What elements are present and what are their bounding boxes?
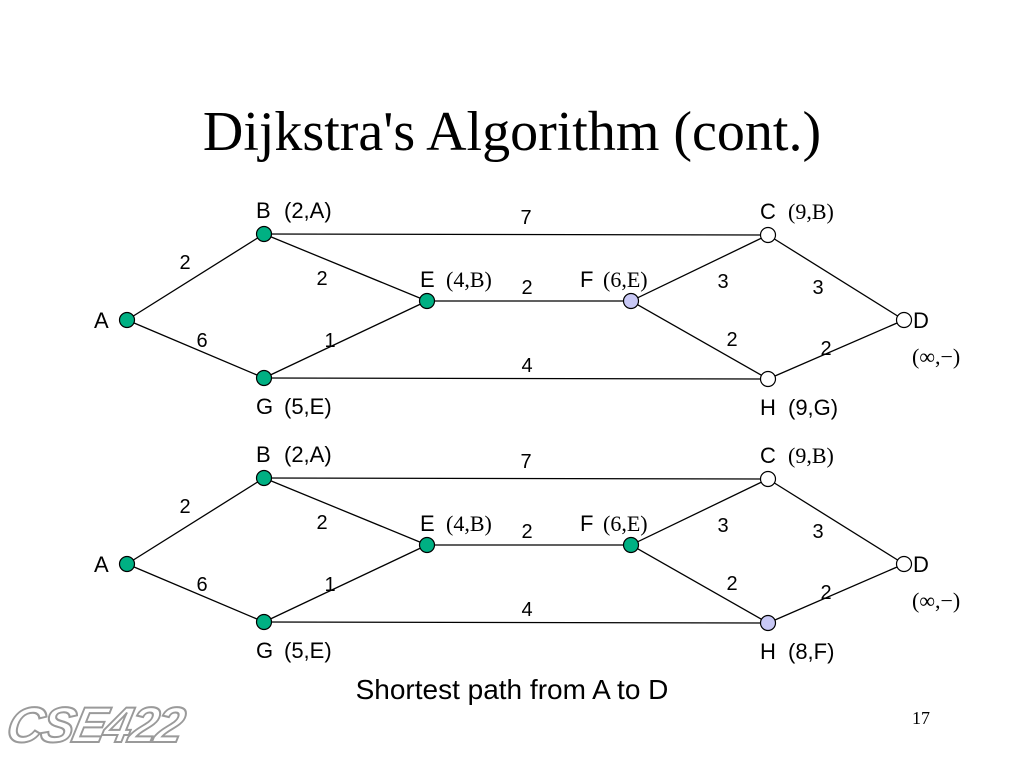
edge-weight-h-d: 2: [820, 582, 831, 604]
edge-weight-f-c: 3: [717, 515, 728, 537]
node-b-circle: [255, 225, 273, 243]
node-h-circle: [759, 614, 777, 632]
edge-g-e: [263, 300, 428, 379]
node-g-circle: [255, 613, 273, 631]
node-f-name: F: [580, 511, 593, 536]
edge-weight-f-h: 2: [726, 329, 737, 351]
node-g-distance-label: (5,E): [284, 638, 332, 663]
edge-f-c: [630, 478, 769, 546]
node-c-circle: [759, 226, 777, 244]
node-h-distance-label: (9,G): [788, 395, 838, 420]
edge-f-c: [630, 234, 769, 302]
node-d-name: D: [913, 308, 929, 333]
node-g-circle: [255, 369, 273, 387]
edge-weight-c-d: 3: [812, 277, 823, 299]
edge-weight-b-e: 2: [316, 512, 327, 534]
node-a-name: A: [94, 308, 109, 333]
node-b-name: B: [256, 198, 271, 223]
edge-b-c: [263, 477, 769, 480]
node-h-distance-label: (8,F): [788, 639, 834, 664]
edge-weight-a-g: 6: [196, 330, 207, 352]
slide-caption: Shortest path from A to D: [355, 674, 669, 705]
node-e-circle: [418, 536, 436, 554]
node-g-name: G: [256, 394, 273, 419]
edge-b-e: [263, 233, 428, 302]
node-f-distance-label: (6,E): [603, 511, 648, 536]
node-b-distance-label: (2,A): [284, 198, 332, 223]
node-d-name: D: [913, 552, 929, 577]
node-c-distance-label: (9,B): [788, 443, 834, 468]
edge-weight-g-e: 1: [324, 330, 335, 352]
node-e-name: E: [420, 511, 435, 536]
node-f-circle: [622, 536, 640, 554]
edge-b-e: [263, 477, 428, 546]
node-d-circle: [895, 311, 913, 329]
graph-step-2-svg: 26721243232AB(2,A)C(9,B)D(∞,−)E(4,B)F(6,…: [94, 442, 960, 664]
node-e-name: E: [420, 267, 435, 292]
edge-weight-b-e: 2: [316, 268, 327, 290]
node-c-name: C: [760, 199, 776, 224]
node-h-name: H: [760, 639, 776, 664]
edge-weight-c-d: 3: [812, 521, 823, 543]
node-g-distance-label: (5,E): [284, 394, 332, 419]
edge-c-d: [767, 478, 905, 565]
node-e-circle: [418, 292, 436, 310]
node-b-distance-label: (2,A): [284, 442, 332, 467]
node-d-circle: [895, 555, 913, 573]
node-c-distance-label: (9,B): [788, 199, 834, 224]
edge-weight-a-b: 2: [179, 252, 190, 274]
node-f-name: F: [580, 267, 593, 292]
node-d-distance-label: (∞,−): [912, 344, 960, 369]
edge-weight-h-d: 2: [820, 338, 831, 360]
edge-weight-e-f: 2: [521, 521, 532, 543]
node-h-name: H: [760, 395, 776, 420]
node-d-distance-label: (∞,−): [912, 588, 960, 613]
node-e-distance-label: (4,B): [446, 267, 492, 292]
edge-a-g: [126, 563, 265, 623]
node-e-distance-label: (4,B): [446, 511, 492, 536]
node-a-circle: [118, 555, 136, 573]
graph-step-1-svg: 26721243232AB(2,A)C(9,B)D(∞,−)E(4,B)F(6,…: [94, 198, 960, 420]
edge-g-e: [263, 544, 428, 623]
node-b-circle: [255, 469, 273, 487]
slide-title: Dijkstra's Algorithm (cont.): [202, 101, 822, 163]
node-g-name: G: [256, 638, 273, 663]
edge-weight-f-c: 3: [717, 271, 728, 293]
edge-weight-b-c: 7: [520, 207, 531, 229]
edge-weight-g-h: 4: [521, 599, 532, 621]
edge-a-g: [126, 319, 265, 379]
node-a-circle: [118, 311, 136, 329]
edge-weight-b-c: 7: [520, 451, 531, 473]
edge-weight-f-h: 2: [726, 573, 737, 595]
node-h-circle: [759, 370, 777, 388]
node-c-circle: [759, 470, 777, 488]
edge-g-h: [263, 621, 769, 624]
edge-g-h: [263, 377, 769, 380]
edge-b-c: [263, 233, 769, 236]
edge-weight-a-g: 6: [196, 574, 207, 596]
course-logo: CSE422: [1, 696, 189, 754]
edge-c-d: [767, 234, 905, 321]
edge-weight-a-b: 2: [179, 496, 190, 518]
edge-weight-e-f: 2: [521, 277, 532, 299]
edge-f-h: [630, 300, 769, 380]
edge-h-d: [767, 563, 905, 624]
page-number: 17: [912, 708, 930, 728]
node-f-circle: [622, 292, 640, 310]
node-b-name: B: [256, 442, 271, 467]
edge-a-b: [126, 477, 265, 565]
edge-f-h: [630, 544, 769, 624]
node-f-distance-label: (6,E): [603, 267, 648, 292]
edge-a-b: [126, 233, 265, 321]
node-c-name: C: [760, 443, 776, 468]
edge-weight-g-h: 4: [521, 355, 532, 377]
edge-weight-g-e: 1: [324, 574, 335, 596]
node-a-name: A: [94, 552, 109, 577]
edge-h-d: [767, 319, 905, 380]
